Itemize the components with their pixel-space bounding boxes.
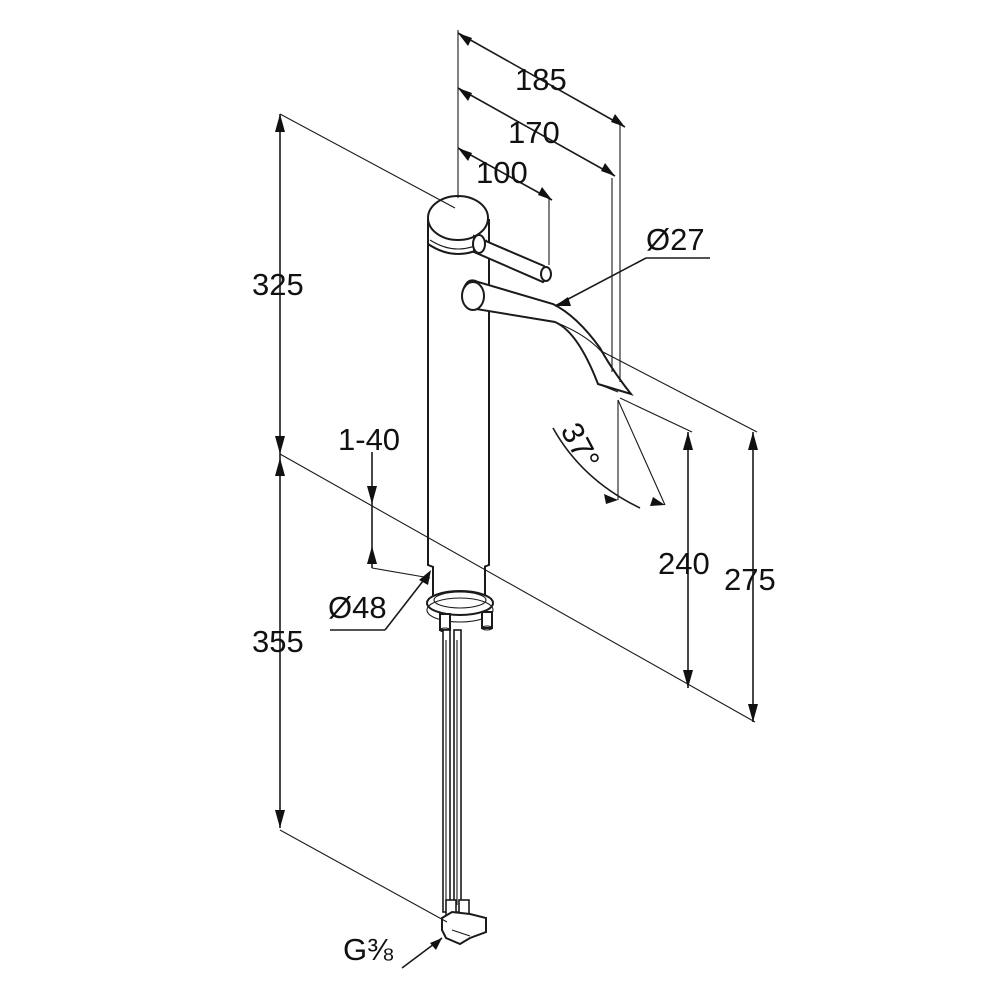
dimension-arrows <box>275 33 758 950</box>
dim-170: 170 <box>508 115 560 150</box>
fixing-screw <box>481 611 493 629</box>
dim-355: 355 <box>252 624 304 659</box>
dim-spout-diameter: Ø27 <box>646 222 705 257</box>
dim-thread: G⅜ <box>343 932 393 967</box>
dim-100: 100 <box>476 155 528 190</box>
dim-185: 185 <box>515 62 567 97</box>
hose-connector <box>441 910 487 946</box>
dim-240: 240 <box>658 546 710 581</box>
dim-1-40: 1-40 <box>338 422 400 457</box>
faucet-illustration <box>426 195 634 946</box>
mounting-flange <box>426 590 494 616</box>
faucet-column <box>427 219 490 573</box>
dim-275: 275 <box>724 562 776 597</box>
dim-325: 325 <box>252 267 304 302</box>
spout-joint <box>461 281 485 311</box>
dim-base-diameter: Ø48 <box>328 590 387 625</box>
dimension-labels: 185 170 100 Ø27 325 1-40 Ø48 355 37° 240… <box>252 62 776 967</box>
cap-top-face <box>427 195 489 241</box>
dim-angle-37: 37° <box>554 417 607 475</box>
